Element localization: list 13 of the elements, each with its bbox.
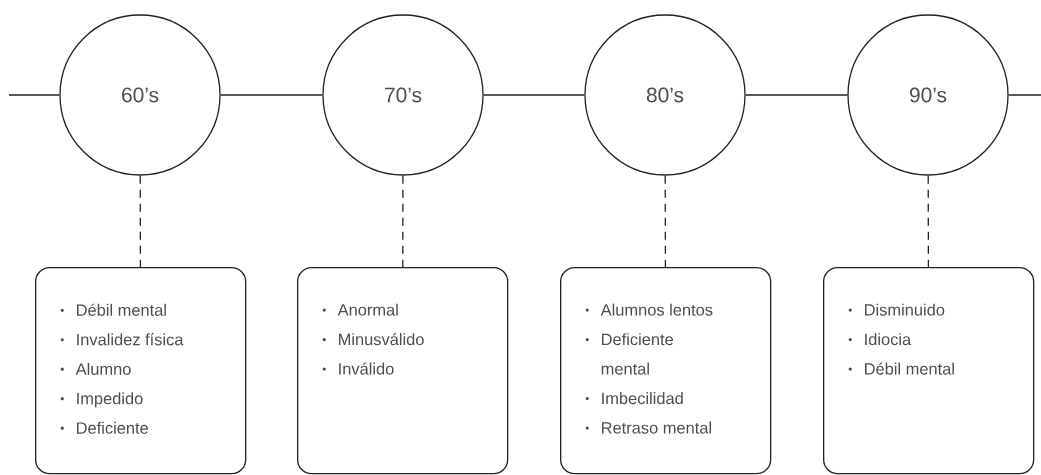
dashed-connector [927,175,930,268]
timeline-line [483,94,585,96]
timeline-line [745,94,848,96]
dashed-connector [402,175,404,268]
list-box: Alumnos lentos Deficiente mental Imbecilidad Retraso mental [560,267,772,475]
dashed-connector [139,175,142,268]
list-box: Débil mental Invalidez física Alumno Impedido Deficiente [35,267,247,475]
dashed-connector [664,175,667,268]
timeline-line [220,94,323,96]
list-box: Disminuido Idiocia Débil mental [823,267,1035,475]
list-box: Anormal Minusválido Inválido [297,267,509,475]
timeline-line [1008,94,1041,96]
timeline-line [8,94,60,96]
